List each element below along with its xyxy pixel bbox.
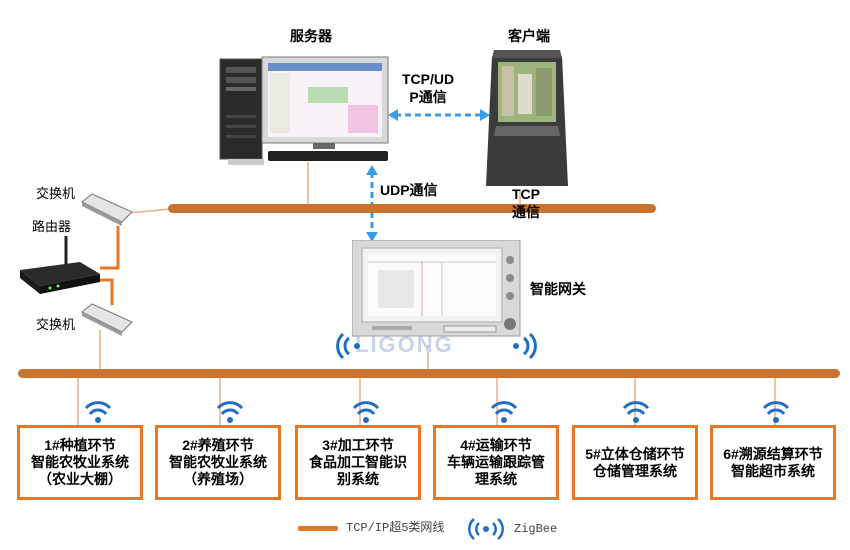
router-label: 路由器 xyxy=(32,219,72,234)
wireless-icon-2 xyxy=(216,401,244,423)
top-network-cable xyxy=(168,204,656,213)
wireless-icon-4 xyxy=(490,401,518,423)
udp-label: UDP通信 xyxy=(380,182,438,198)
system-box-6: 6#溯源结算环节 智能超市系统 xyxy=(710,425,836,500)
system-box-2: 2#养殖环节 智能农牧业系统 （养殖场） xyxy=(155,425,281,500)
gateway-label: 智能网关 xyxy=(530,281,586,297)
system-box-3: 3#加工环节 食品加工智能识 别系统 xyxy=(295,425,421,500)
gateway-wireless-left-icon xyxy=(336,332,360,360)
bottom-network-cable xyxy=(18,369,840,378)
server-computer-icon xyxy=(219,56,389,165)
switch-top-label: 交换机 xyxy=(36,186,76,201)
legend-cable-line xyxy=(298,526,338,531)
legend-cable-label: TCP/IP超5类网线 xyxy=(346,521,445,535)
tcp-udp-label: TCP/UD P通信 xyxy=(402,71,455,105)
legend-zigbee-label: ZigBee xyxy=(514,522,558,536)
system-label-6: 6#溯源结算环节 智能超市系统 xyxy=(723,445,823,479)
switch-bottom-icon xyxy=(81,303,133,336)
legend-zigbee-icon xyxy=(468,518,504,540)
wireless-icon-1 xyxy=(84,401,112,423)
watermark-logo: LIGONG xyxy=(355,332,454,357)
wireless-icon-5 xyxy=(622,401,650,423)
gateway-wireless-right-icon xyxy=(513,332,537,360)
server-computer xyxy=(218,55,393,167)
system-label-1: 1#种植环节 智能农牧业系统 （农业大棚） xyxy=(31,437,129,487)
tcp-label: TCP 通信 xyxy=(512,186,540,220)
system-box-1: 1#种植环节 智能农牧业系统 （农业大棚） xyxy=(17,425,143,500)
router-icon xyxy=(20,236,100,294)
wireless-icon-6 xyxy=(762,401,790,423)
wireless-icon-3 xyxy=(352,401,380,423)
client-kiosk-icon xyxy=(486,50,568,186)
gateway-device xyxy=(352,240,522,338)
system-label-4: 4#运输环节 车辆运输跟踪管 理系统 xyxy=(447,437,545,487)
client-kiosk xyxy=(482,46,572,191)
switch-top-icon xyxy=(81,193,133,226)
system-box-4: 4#运输环节 车辆运输跟踪管 理系统 xyxy=(433,425,559,500)
system-label-3: 3#加工环节 食品加工智能识 别系统 xyxy=(309,437,407,487)
system-box-5: 5#立体仓储环节 仓储管理系统 xyxy=(572,425,698,500)
gateway-device-icon xyxy=(352,240,521,337)
system-label-5: 5#立体仓储环节 仓储管理系统 xyxy=(585,445,685,479)
switch-bottom-label: 交换机 xyxy=(36,317,76,332)
server-label: 服务器 xyxy=(290,28,332,44)
client-label: 客户端 xyxy=(508,28,550,44)
system-label-2: 2#养殖环节 智能农牧业系统 （养殖场） xyxy=(169,437,267,487)
